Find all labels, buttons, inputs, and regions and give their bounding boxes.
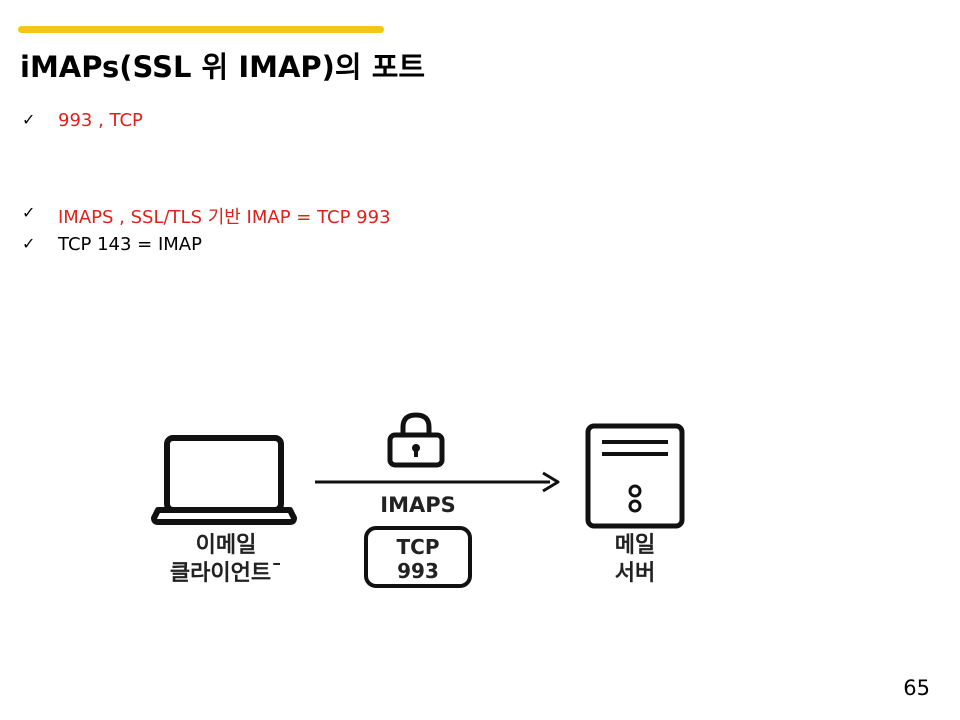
slide-title: iMAPs(SSL 위 IMAP)의 포트 <box>20 50 426 84</box>
checkmark-icon: ✓ <box>22 203 36 222</box>
port-label-line1: TCP <box>397 535 440 559</box>
port-badge <box>364 526 472 588</box>
arrow-icon <box>315 471 560 493</box>
client-label-line1: 이메일 <box>196 533 257 558</box>
padlock-icon <box>387 412 445 468</box>
checkmark-icon: ✓ <box>22 110 36 129</box>
bullet-text: TCP 143 = IMAP <box>58 234 202 255</box>
port-label-line2: 993 <box>397 559 439 583</box>
server-icon <box>585 423 685 529</box>
title-accent-bar <box>18 26 384 33</box>
bullet-text: IMAPS , SSL/TLS 기반 IMAP = TCP 993 <box>58 207 391 228</box>
protocol-label: IMAPS <box>380 493 455 517</box>
page-number: 65 <box>903 676 930 700</box>
client-label-line2: 클라이언트¯ <box>170 561 282 586</box>
server-label-line1: 메일 <box>615 533 655 558</box>
server-label-line2: 서버 <box>615 561 655 586</box>
checkmark-icon: ✓ <box>22 234 36 253</box>
laptop-icon <box>151 435 297 525</box>
bullet-text: 993 , TCP <box>58 110 143 131</box>
imaps-diagram: 이메일 클라이언트¯ IMAPS TCP 993 메일 서버 <box>151 412 685 588</box>
